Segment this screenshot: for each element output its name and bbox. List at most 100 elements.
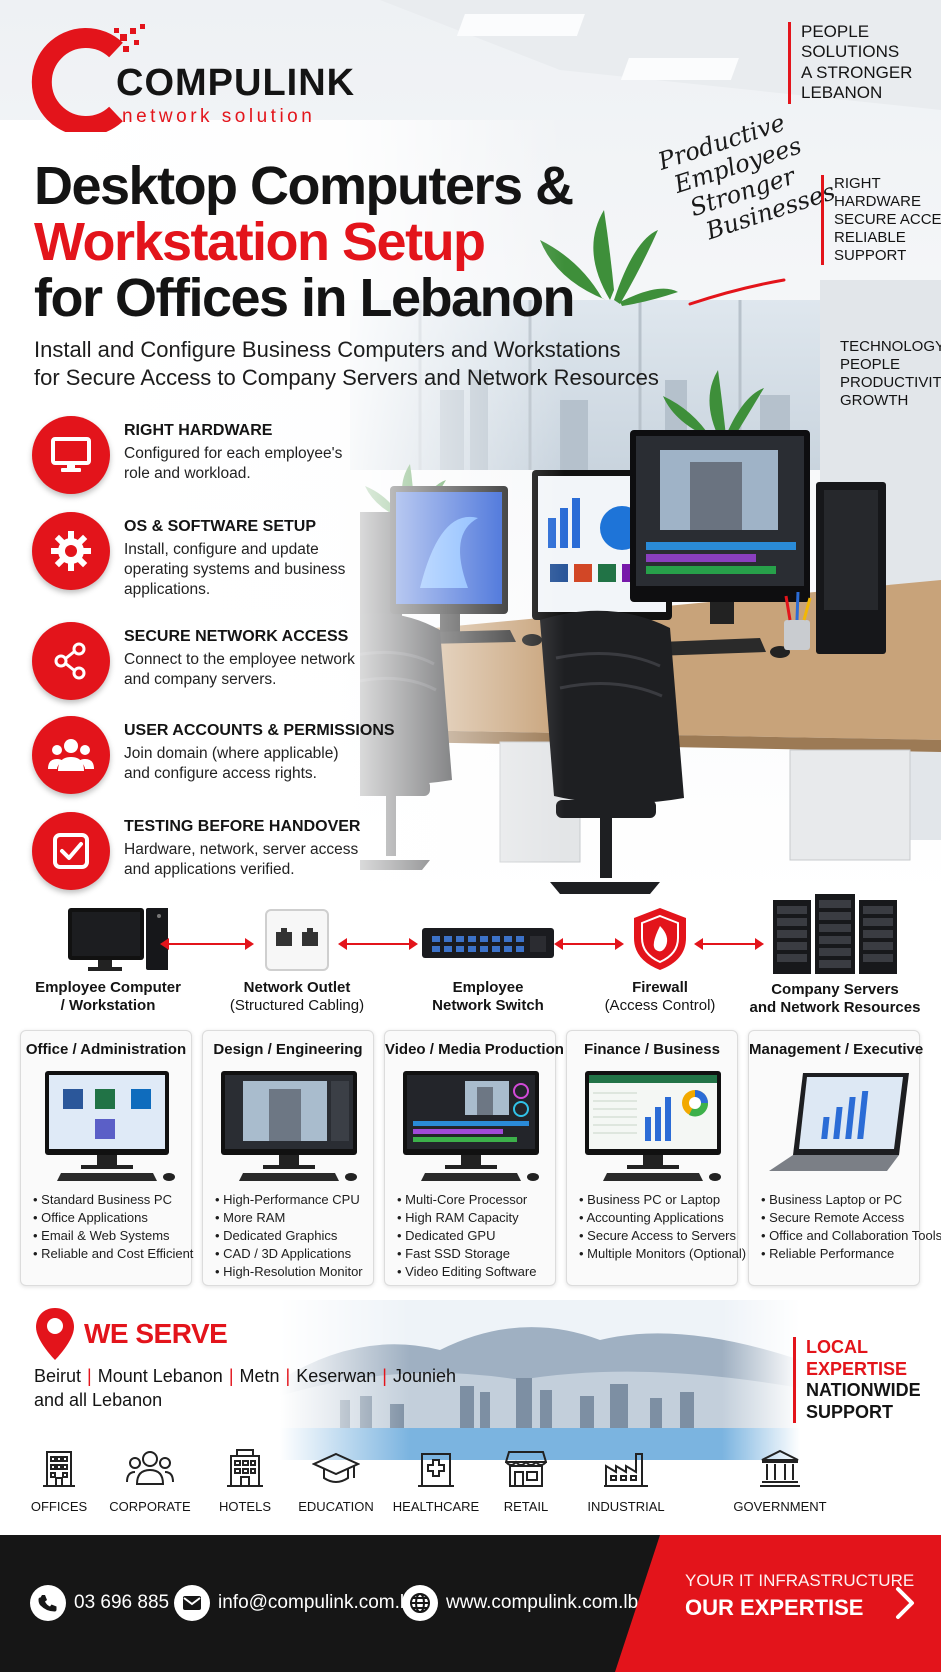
- tagline-lower-line: PRODUCTIVITY: [840, 374, 941, 391]
- website-url: www.compulink.com.lb: [446, 1592, 639, 1613]
- card-spec-list: Business PC or Laptop Accounting Applica…: [579, 1191, 746, 1263]
- card-spec-list: High-Performance CPU More RAM Dedicated …: [215, 1191, 363, 1281]
- flow-title-1: Company Servers: [771, 981, 899, 998]
- phone-icon: [30, 1585, 66, 1621]
- flow-connector: [160, 938, 254, 950]
- card-spec-list: Business Laptop or PC Secure Remote Acce…: [761, 1191, 941, 1263]
- laptop-icon: [769, 1073, 909, 1171]
- footer-tagline-line-2: OUR EXPERTISE: [685, 1595, 864, 1620]
- flow-network-outlet: Network Outlet (Structured Cabling): [222, 904, 372, 1015]
- factory-icon: [604, 1453, 648, 1487]
- card-management-executive: Management / Executive Business Laptop o…: [748, 1030, 941, 1286]
- industry-label: EDUCATION: [298, 1499, 374, 1514]
- footer-tagline-line-1: YOUR IT INFRASTRUCTURE: [685, 1571, 915, 1590]
- feature-title: OS & SOFTWARE SETUP: [124, 518, 317, 535]
- tagline-line: NATIONWIDE: [806, 1380, 921, 1401]
- card-spec-item: Reliable and Cost Efficient: [33, 1245, 193, 1263]
- flow-title-2: Network Switch: [432, 997, 544, 1014]
- flow-connector: [338, 938, 418, 950]
- area-separator: |: [382, 1366, 387, 1386]
- contact-email[interactable]: info@compulink.com.lb: [174, 1585, 415, 1621]
- email-address: info@compulink.com.lb: [218, 1592, 415, 1613]
- service-areas: Beirut|Mount Lebanon|Metn|Keserwan|Jouni…: [34, 1364, 456, 1412]
- card-title: Office / Administration: [25, 1041, 187, 1058]
- hospital-icon: [418, 1453, 454, 1487]
- feature-description: Hardware, network, server access and app…: [124, 841, 359, 878]
- feature-secure-network: SECURE NETWORK ACCESS Connect to the emp…: [32, 622, 372, 702]
- card-video-media: Video / Media Production Multi-Core Proc…: [384, 1030, 564, 1286]
- brand-name: COMPULINK: [116, 62, 356, 104]
- flow-label: Network Switch: [408, 997, 568, 1015]
- brand-subtitle: network solution: [122, 106, 316, 127]
- page-title: Desktop Computers & Workstation Setup fo…: [34, 158, 576, 328]
- checkbox-icon: [32, 812, 110, 890]
- industry-offices: OFFICES: [9, 1448, 109, 1514]
- page-subtitle: Install and Configure Business Computers…: [34, 336, 659, 392]
- tagline-middle: RIGHT HARDWARE SECURE ACCESS RELIABLE SU…: [821, 175, 941, 265]
- industry-label: HOTELS: [218, 1499, 271, 1514]
- tagline-top: PEOPLE SOLUTIONS A STRONGER LEBANON: [788, 22, 912, 104]
- video-editing-icon: [403, 1071, 539, 1181]
- text-fade-overlay: [0, 120, 941, 880]
- service-area: Beirut: [34, 1366, 82, 1386]
- office-pc-icon: [45, 1071, 175, 1181]
- gear-icon: [32, 512, 110, 590]
- tagline-middle-line: RELIABLE: [834, 229, 906, 246]
- subtitle-line-2: for Secure Access to Company Servers and…: [34, 365, 659, 390]
- computer-tower-icon: [68, 908, 172, 971]
- tagline-lower-line: TECHNOLOGY: [840, 338, 941, 355]
- flow-title-1: Firewall: [632, 979, 688, 996]
- tagline-top-line: A STRONGER: [801, 62, 913, 82]
- government-building-icon: [760, 1449, 800, 1487]
- title-line-2: Workstation Setup: [34, 212, 486, 272]
- contact-phone[interactable]: 03 696 885: [30, 1585, 169, 1621]
- script-underline-icon: [688, 278, 786, 306]
- card-office-administration: Office / Administration Standard Busines…: [20, 1030, 193, 1286]
- card-spec-item: Multiple Monitors (Optional): [579, 1245, 746, 1263]
- map-pin-icon: [36, 1308, 74, 1360]
- tagline-line: SUPPORT: [806, 1401, 894, 1422]
- area-separator: |: [87, 1366, 92, 1386]
- feature-testing: TESTING BEFORE HANDOVER Hardware, networ…: [32, 812, 372, 892]
- industry-label: HEALTHCARE: [392, 1499, 480, 1514]
- industry-education: EDUCATION: [286, 1448, 386, 1514]
- service-area-tail: and all Lebanon: [34, 1390, 163, 1410]
- hotel-icon: [227, 1449, 263, 1487]
- compulink-logo: COMPULINK network solution: [28, 22, 408, 132]
- industry-corporate: CORPORATE: [100, 1448, 200, 1514]
- city-panorama: [280, 1300, 800, 1460]
- card-spec-item: Office Applications: [33, 1209, 193, 1227]
- card-spec-item: Video Editing Software: [397, 1263, 536, 1281]
- phone-number: 03 696 885: [74, 1592, 170, 1613]
- card-spec-item: Fast SSD Storage: [397, 1245, 536, 1263]
- flow-title-2: / Workstation: [60, 997, 156, 1014]
- feature-description: Connect to the employee network and comp…: [124, 651, 355, 688]
- title-line-3: for Offices in Lebanon: [34, 268, 576, 328]
- industry-label: INDUSTRIAL: [587, 1499, 665, 1514]
- flow-label: Network Outlet: [222, 979, 372, 997]
- contact-website[interactable]: www.compulink.com.lb: [402, 1585, 638, 1621]
- feature-description: Join domain (where applicable) and confi…: [124, 745, 339, 782]
- flow-company-servers: Company Servers and Network Resources: [745, 890, 925, 1017]
- area-separator: |: [285, 1366, 291, 1386]
- card-spec-item: Dedicated GPU: [397, 1227, 536, 1245]
- feature-os-software: OS & SOFTWARE SETUP Install, configure a…: [32, 512, 372, 598]
- chevron-right-icon[interactable]: [894, 1585, 916, 1621]
- industry-industrial: INDUSTRIAL: [576, 1448, 676, 1514]
- flow-title-2: and Network Resources: [749, 999, 921, 1016]
- flow-title-1: Employee Computer: [35, 979, 181, 996]
- card-spec-item: Secure Remote Access: [761, 1209, 941, 1227]
- card-title: Design / Engineering: [213, 1041, 363, 1058]
- tagline-line: LOCAL: [806, 1337, 868, 1357]
- flow-connector: [554, 938, 624, 950]
- industry-label: GOVERNMENT: [733, 1499, 827, 1514]
- card-spec-item: CAD / 3D Applications: [215, 1245, 363, 1263]
- tagline-lower: TECHNOLOGY PEOPLE PRODUCTIVITY GROWTH: [830, 338, 941, 410]
- card-spec-item: Dedicated Graphics: [215, 1227, 363, 1245]
- feature-description: Configured for each employee's role and …: [124, 445, 343, 482]
- card-spec-item: Standard Business PC: [33, 1191, 193, 1209]
- area-separator: |: [228, 1366, 234, 1386]
- card-title: Finance / Business: [584, 1041, 720, 1058]
- card-spec-item: Business Laptop or PC: [761, 1191, 941, 1209]
- industry-label: RETAIL: [503, 1499, 549, 1514]
